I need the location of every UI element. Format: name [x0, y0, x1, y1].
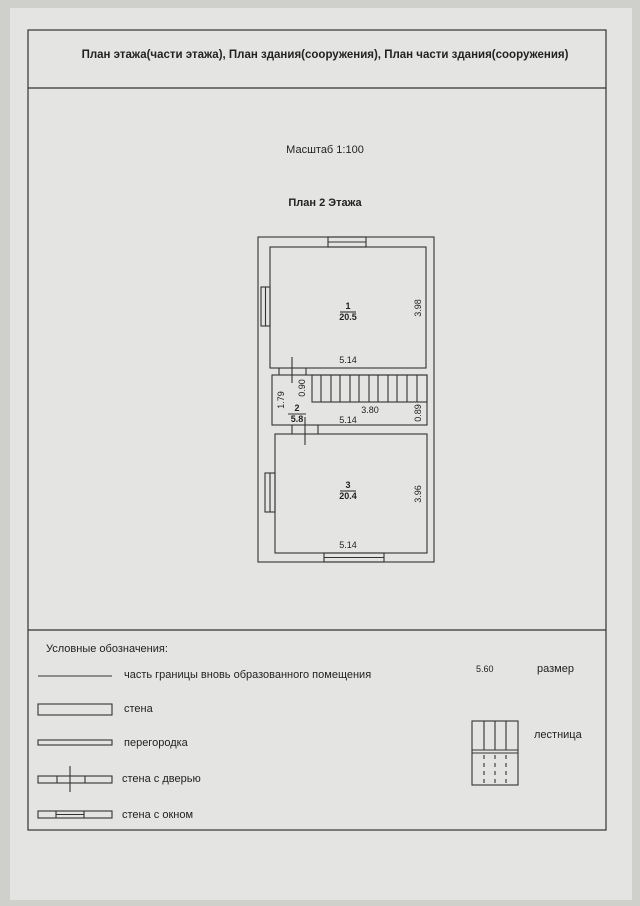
door-room1 — [278, 357, 307, 383]
legend-size-label: размер — [537, 663, 574, 675]
room3-width: 5.14 — [339, 540, 357, 550]
legend-door-symbol — [37, 766, 113, 792]
legend-stairs-label: лестница — [534, 729, 583, 741]
stairs-width: 0.89 — [413, 404, 423, 422]
legend-label-boundary: часть границы вновь образованного помеще… — [124, 669, 371, 681]
window-top — [327, 236, 367, 248]
legend-label-partition: перегородка — [124, 737, 189, 749]
plan-title: План 2 Этажа — [288, 197, 362, 209]
stairs-length: 3.80 — [361, 405, 379, 415]
room2-area: 5.8 — [291, 414, 304, 424]
legend-wall-symbol — [37, 703, 113, 716]
room1-width: 5.14 — [339, 355, 357, 365]
room3-depth: 3.96 — [413, 485, 423, 503]
room1-depth: 3.98 — [413, 299, 423, 317]
legend-stairs-symbol — [471, 720, 519, 786]
legend-label-wall: стена — [124, 703, 154, 715]
paper-sheet — [10, 8, 632, 900]
floor-plan — [257, 236, 435, 563]
header-title: План этажа(части этажа), План здания(соо… — [82, 49, 569, 61]
legend-label-door: стена с дверью — [122, 773, 201, 785]
legend-partition-symbol — [37, 739, 113, 746]
room1-number: 1 — [345, 301, 350, 311]
window-left-room1 — [260, 286, 271, 327]
legend-size-sample: 5.60 — [476, 664, 494, 674]
room2-depth: 1.79 — [276, 391, 286, 409]
window-bottom — [323, 552, 385, 563]
page-frame — [27, 29, 607, 831]
window-left-room3 — [264, 472, 276, 513]
legend-window-symbol — [37, 810, 113, 819]
room1-area: 20.5 — [339, 312, 357, 322]
legend-label-window: стена с окном — [122, 809, 193, 821]
room2-number: 2 — [294, 403, 299, 413]
stairs — [311, 374, 428, 403]
room3-area: 20.4 — [339, 491, 357, 501]
plan-scale: Масштаб 1:100 — [286, 144, 364, 156]
room2-width: 5.14 — [339, 415, 357, 425]
stairs-gap: 0.90 — [297, 379, 307, 397]
door-room3 — [291, 417, 319, 445]
legend: Условные обозначения: часть границы внов… — [37, 643, 583, 821]
legend-title: Условные обозначения: — [46, 643, 168, 655]
room3-number: 3 — [345, 480, 350, 490]
